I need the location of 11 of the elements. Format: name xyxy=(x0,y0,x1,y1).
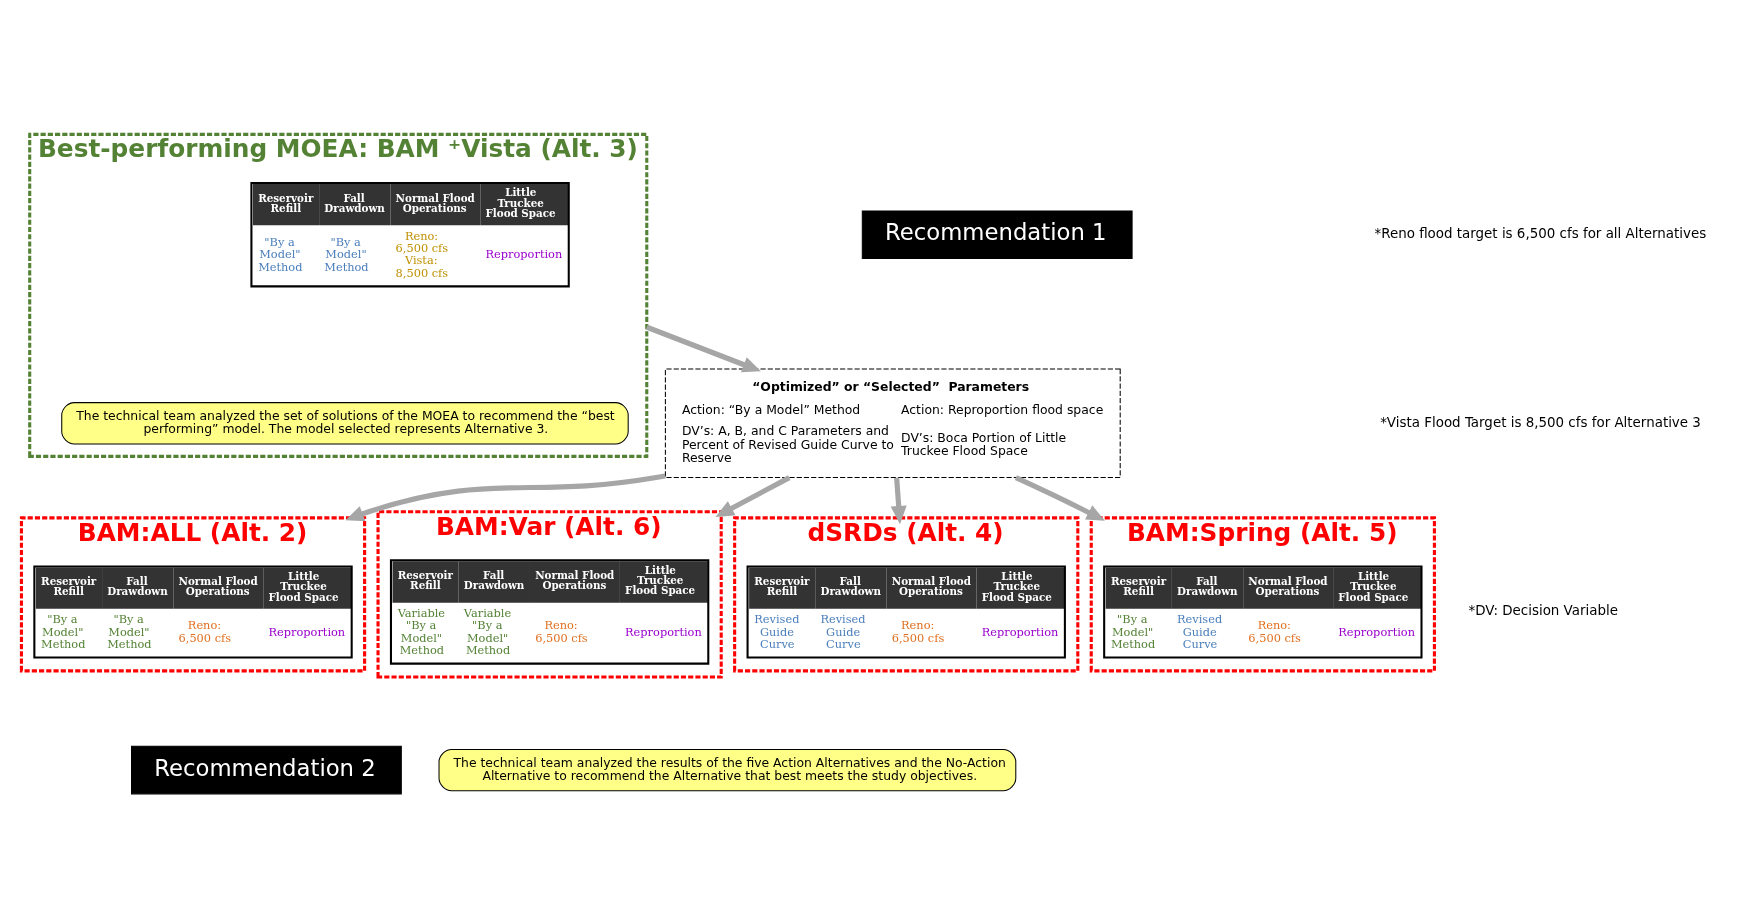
node-box: The technical team analyzed the set of solutions of the MOEA to recommend the “best performing” model. The model selected represents Alternative 3. xyxy=(61,401,629,444)
label: *DV: Decision Variable xyxy=(1468,602,1618,618)
arrow xyxy=(345,472,666,521)
node-box: Recommendation 1 xyxy=(861,209,1133,259)
node-box: “Optimized” or “Selected” Parameters Action: “By a Model” Method Action: Reproportion flood space DV’s: A, B, and C Parameters and Percent of Revised Guide Curve to Reserve DV’s: Boca Portion of Little Truckee Flood Space xyxy=(664,368,1121,478)
arrow xyxy=(890,477,907,524)
label: *Reno flood target is 6,500 cfs for all Alternatives xyxy=(1374,225,1707,241)
label: *Vista Flood Target is 8,500 cfs for Alternative 3 xyxy=(1380,414,1701,430)
node-box: The technical team analyzed the results of the five Action Alternatives and the No-Action Alternative to recommend the Alternative that best meets the study objectives. xyxy=(438,748,1017,791)
node-box: Recommendation 2 xyxy=(131,745,402,794)
arrow xyxy=(645,324,761,372)
